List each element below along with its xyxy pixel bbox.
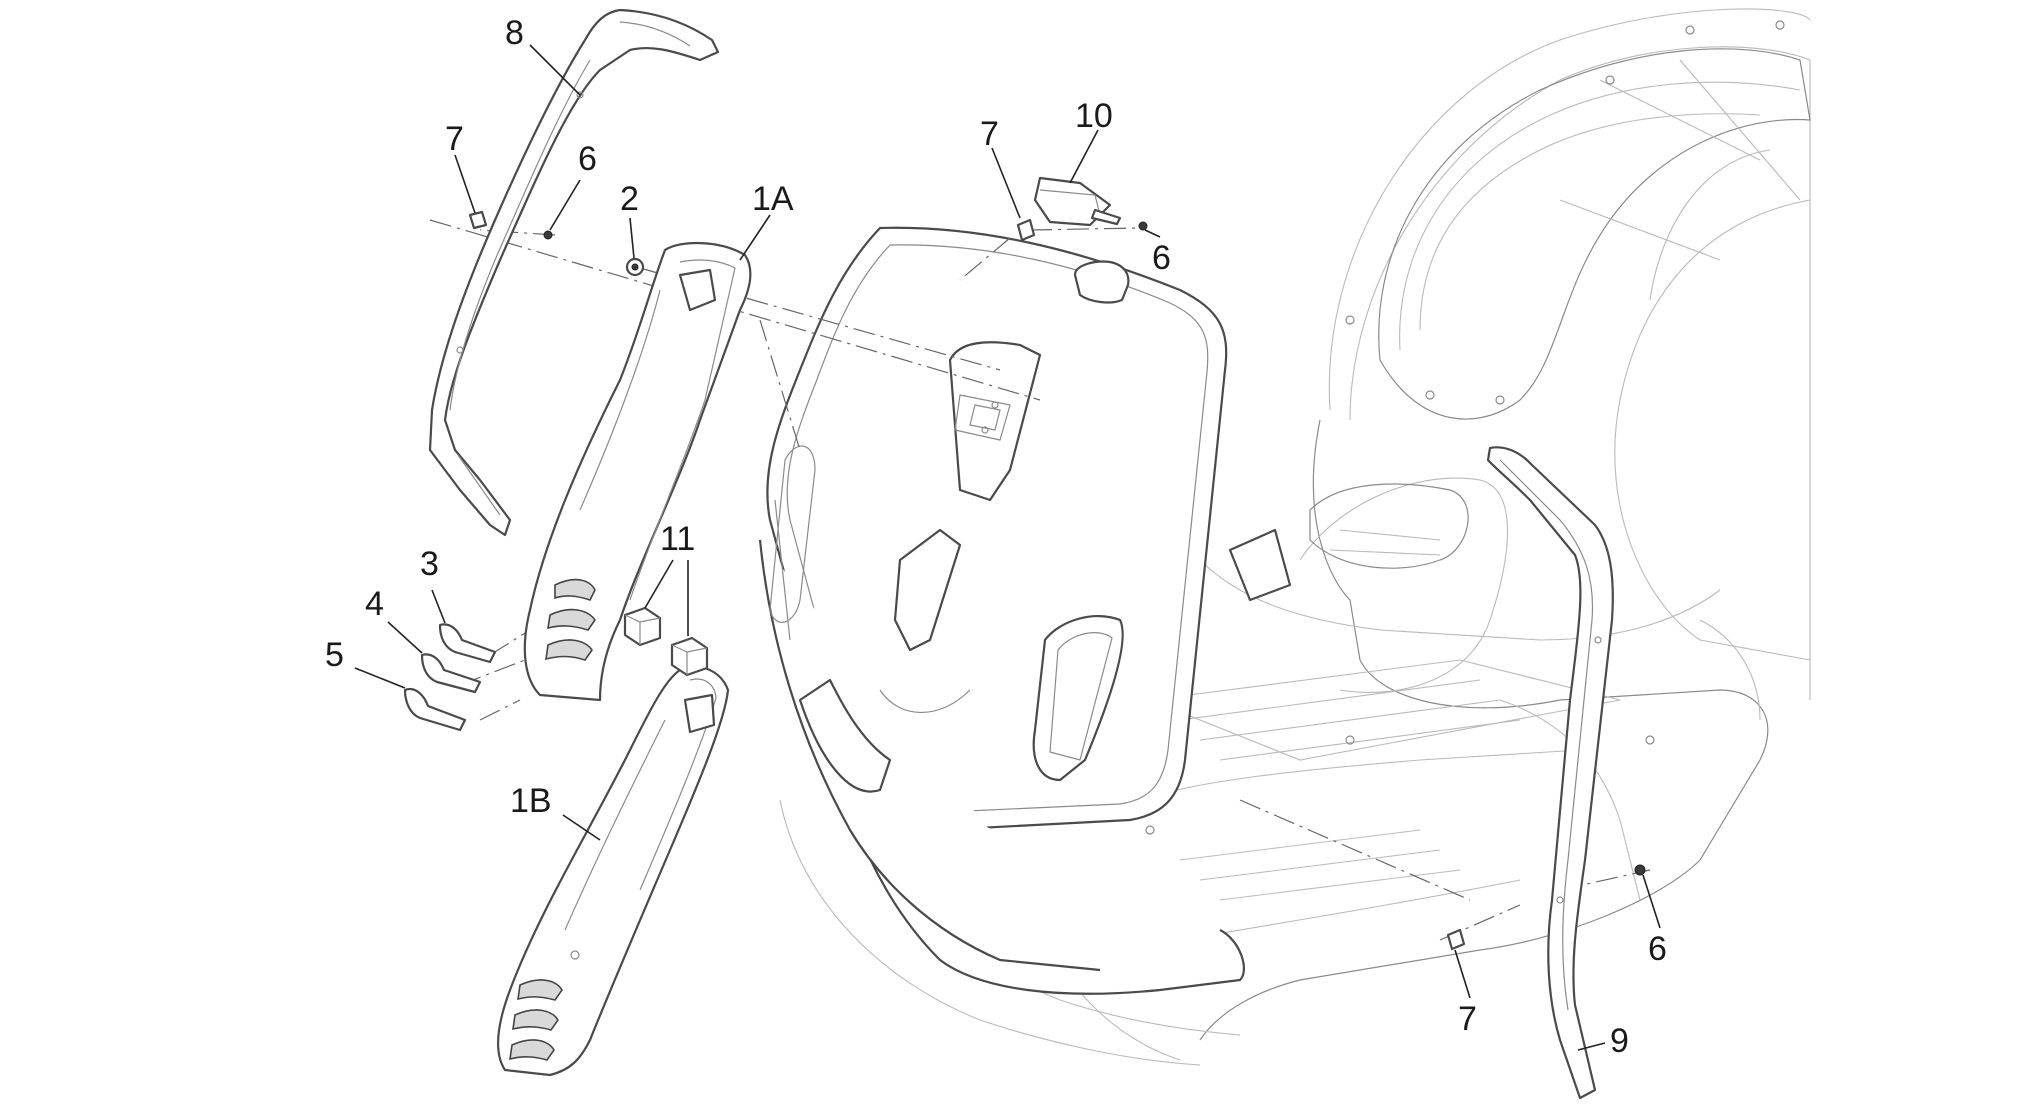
part-number-labels: 8 7 6 2 1A 7 10 6 11 3 4 5 1B 6 7 9 bbox=[325, 14, 1667, 1060]
part-9-trim-strip bbox=[1486, 446, 1614, 1100]
part-6-screw-right bbox=[1634, 864, 1646, 876]
label-part-6-top-left: 6 bbox=[578, 140, 597, 178]
label-part-10: 10 bbox=[1075, 97, 1113, 135]
part-1A-cover bbox=[523, 242, 752, 702]
leader-lines bbox=[354, 44, 1661, 1051]
label-part-6-right: 6 bbox=[1648, 930, 1667, 968]
front-shield-drawing bbox=[758, 226, 1245, 995]
label-part-3: 3 bbox=[420, 545, 439, 583]
part-10-bracket bbox=[1033, 176, 1122, 227]
part-8-trim-strip bbox=[428, 8, 720, 537]
part-1B-cover bbox=[497, 665, 730, 1077]
label-part-7-top-left: 7 bbox=[445, 120, 464, 158]
label-part-8: 8 bbox=[505, 14, 524, 52]
label-part-1B: 1B bbox=[510, 782, 552, 820]
label-part-9: 9 bbox=[1610, 1022, 1629, 1060]
label-part-11: 11 bbox=[660, 520, 695, 558]
label-part-6-top-center: 6 bbox=[1152, 239, 1171, 277]
assembly-lines bbox=[429, 219, 1651, 941]
label-part-2: 2 bbox=[620, 180, 639, 218]
part-7-clip-top-left bbox=[468, 210, 488, 230]
part-6-screw-top-left bbox=[543, 230, 553, 240]
part-11-clips bbox=[623, 606, 709, 677]
part-7-clip-top-center bbox=[1016, 218, 1036, 242]
part-7-clip-bottom bbox=[1446, 928, 1466, 951]
label-part-7-top-center: 7 bbox=[980, 115, 999, 153]
label-part-7-bottom: 7 bbox=[1458, 1000, 1477, 1038]
part-5-trim bbox=[403, 687, 467, 732]
part-3-trim bbox=[438, 623, 497, 664]
fasteners bbox=[468, 210, 1646, 951]
part-6-screw-top-center bbox=[1138, 221, 1148, 231]
label-part-5: 5 bbox=[325, 636, 344, 674]
part-4-trim bbox=[420, 653, 482, 694]
label-part-1A: 1A bbox=[752, 180, 794, 218]
label-part-4: 4 bbox=[365, 585, 384, 623]
